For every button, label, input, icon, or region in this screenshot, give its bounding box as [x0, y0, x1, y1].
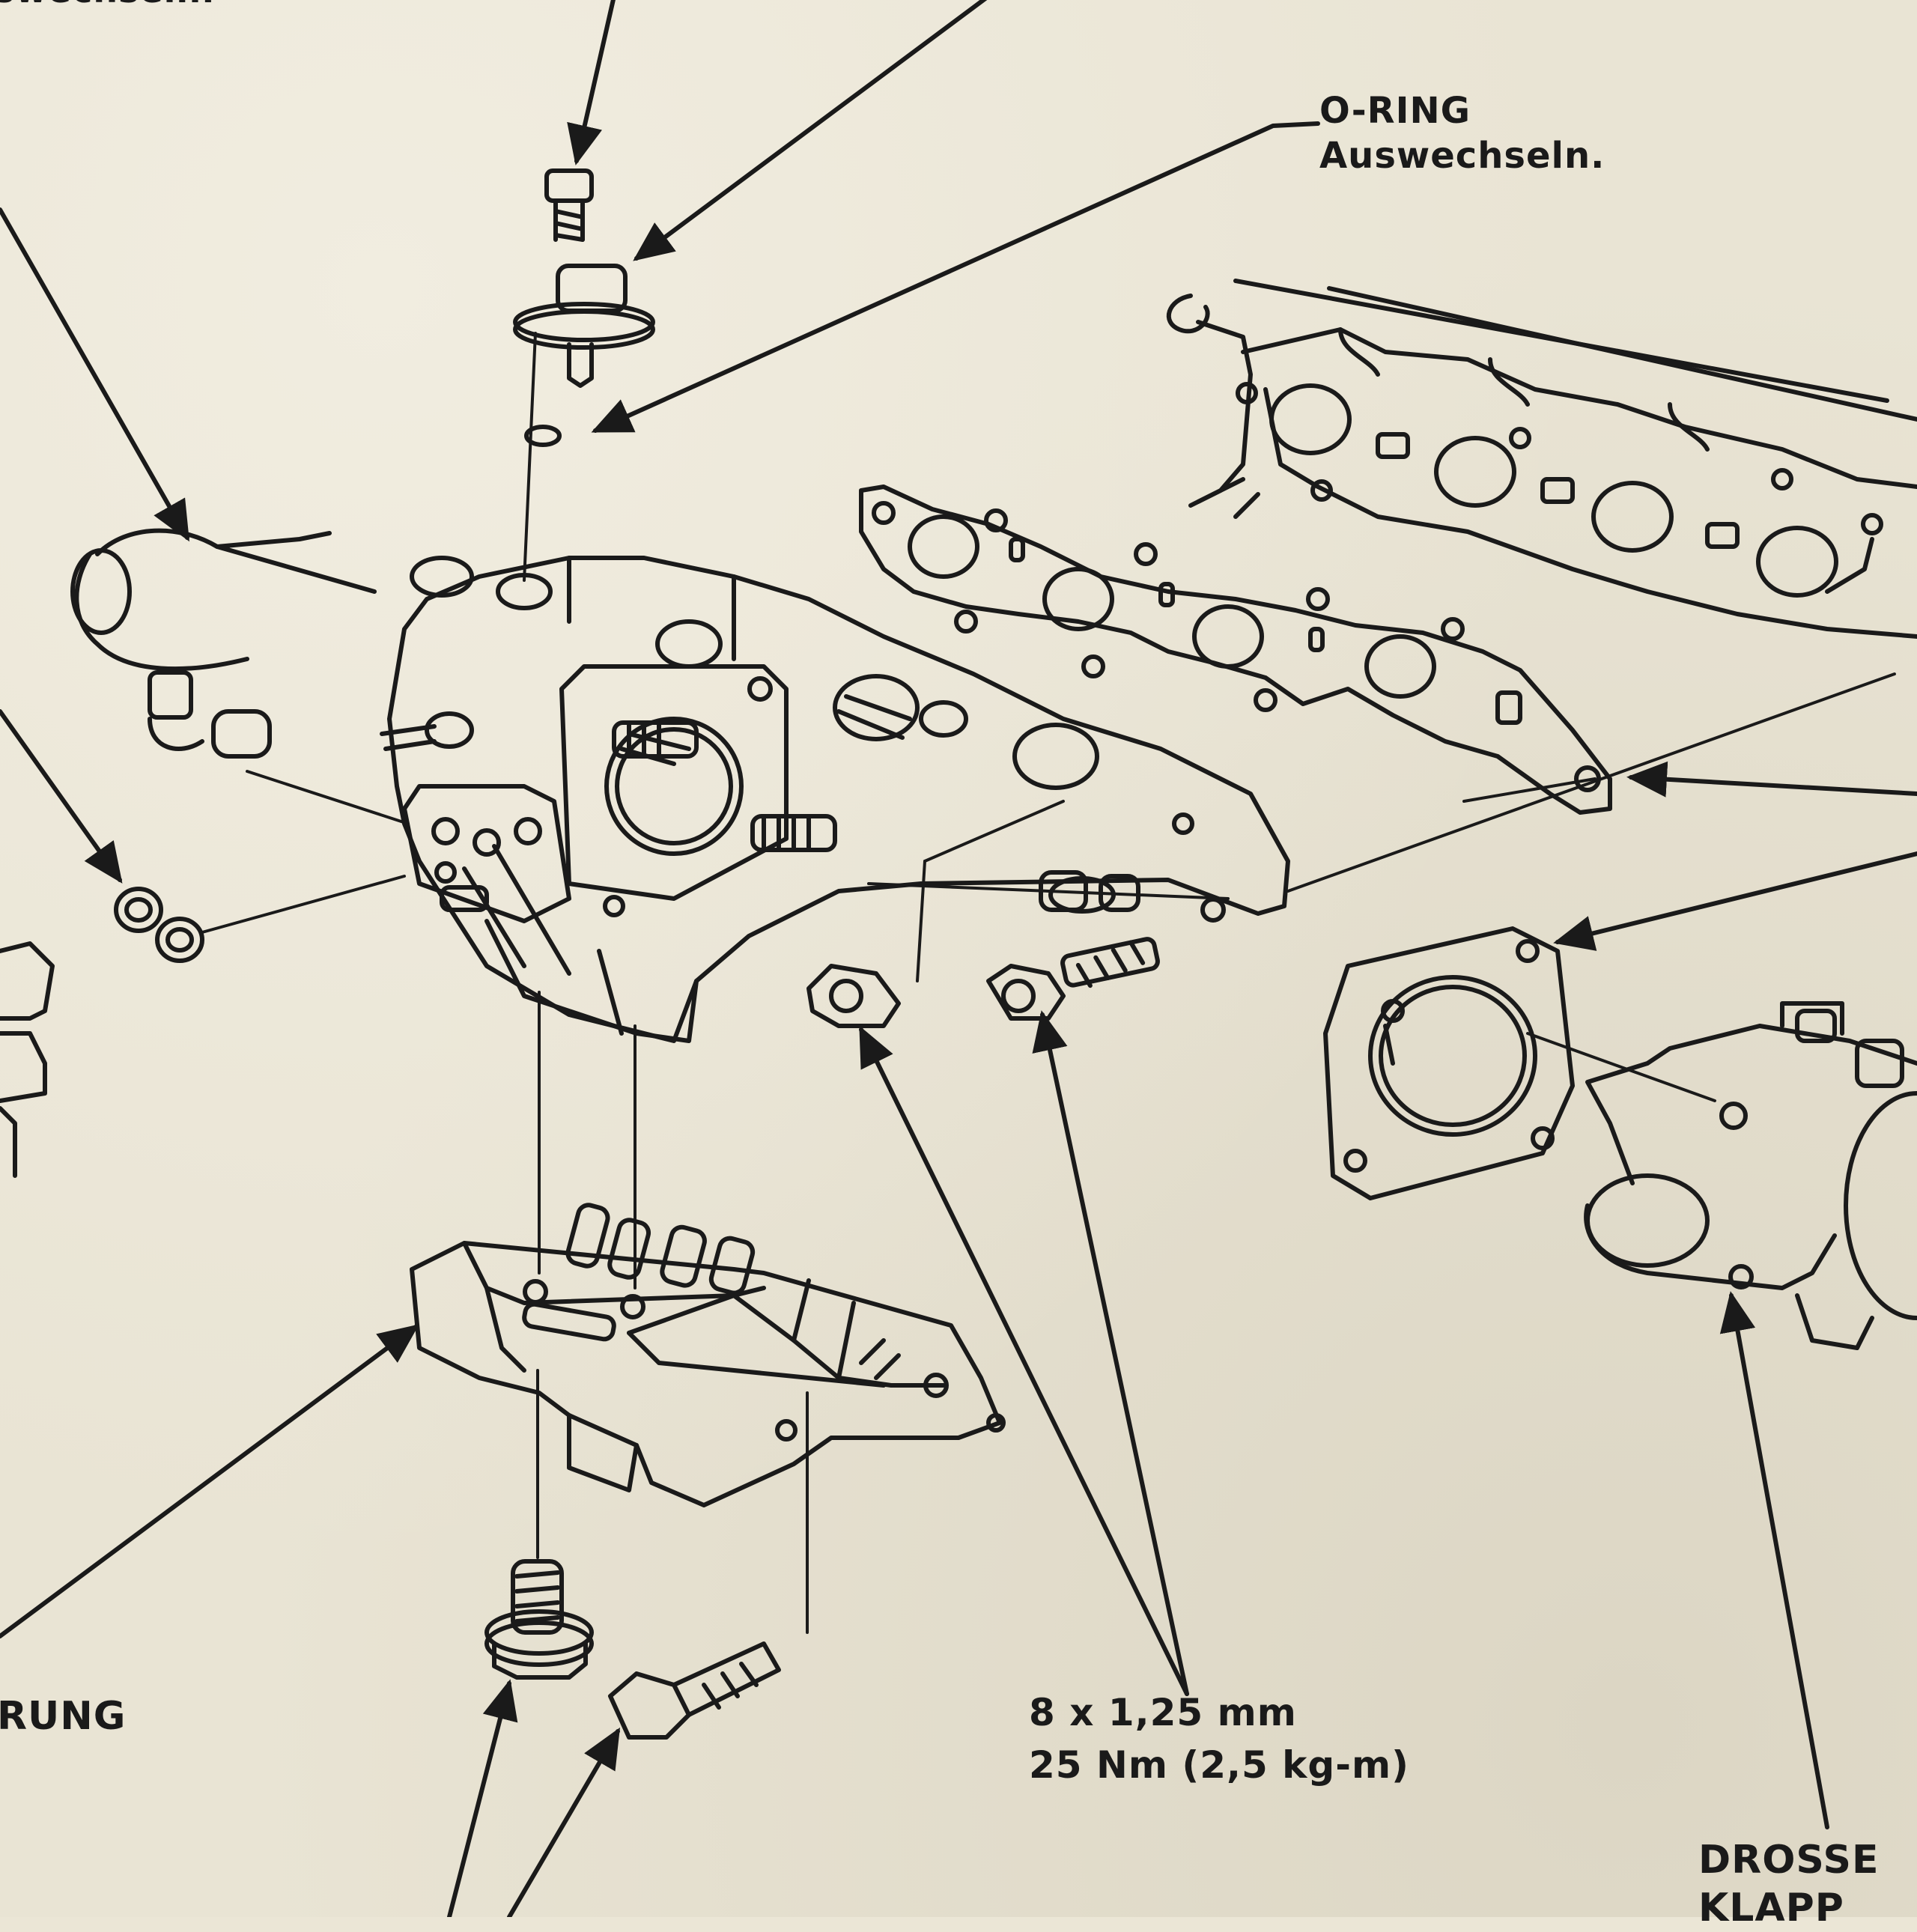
throttle-body	[1584, 1001, 1917, 1350]
label-bolt-size: 8 x 1,25 mm	[1029, 1691, 1297, 1734]
assembly-lines	[201, 332, 1896, 1634]
label-top-replace: swechsein.	[0, 0, 216, 10]
intake-pipe	[70, 528, 377, 759]
throttle-gasket	[1323, 926, 1575, 1200]
label-throttle-line1: DROSSE	[1698, 1838, 1880, 1883]
label-o-ring-title: O-RING	[1319, 90, 1471, 132]
support-bracket	[410, 1203, 1006, 1507]
manifold-gasket	[859, 484, 1612, 815]
intake-manifold-lower	[380, 556, 1290, 1043]
label-throttle-line2: KLAPP	[1698, 1886, 1844, 1931]
label-bolt-torque: 25 Nm (2,5 kg-m)	[1029, 1743, 1409, 1787]
bottom-bolts	[484, 1559, 781, 1740]
label-bracket: RUNG	[0, 1694, 127, 1739]
nuts-and-bolts	[806, 937, 1160, 1028]
top-bolt-assembly	[513, 168, 655, 447]
label-o-ring-note: Auswechseln.	[1319, 135, 1605, 177]
left-partial-part	[0, 887, 204, 1178]
label-throttle: DROSSE KLAPP	[1698, 1836, 1880, 1932]
label-o-ring: O-RING Auswechseln.	[1319, 88, 1605, 178]
label-bolt-spec: 8 x 1,25 mm 25 Nm (2,5 kg-m)	[1029, 1686, 1409, 1791]
cylinder-head	[1166, 279, 1917, 639]
